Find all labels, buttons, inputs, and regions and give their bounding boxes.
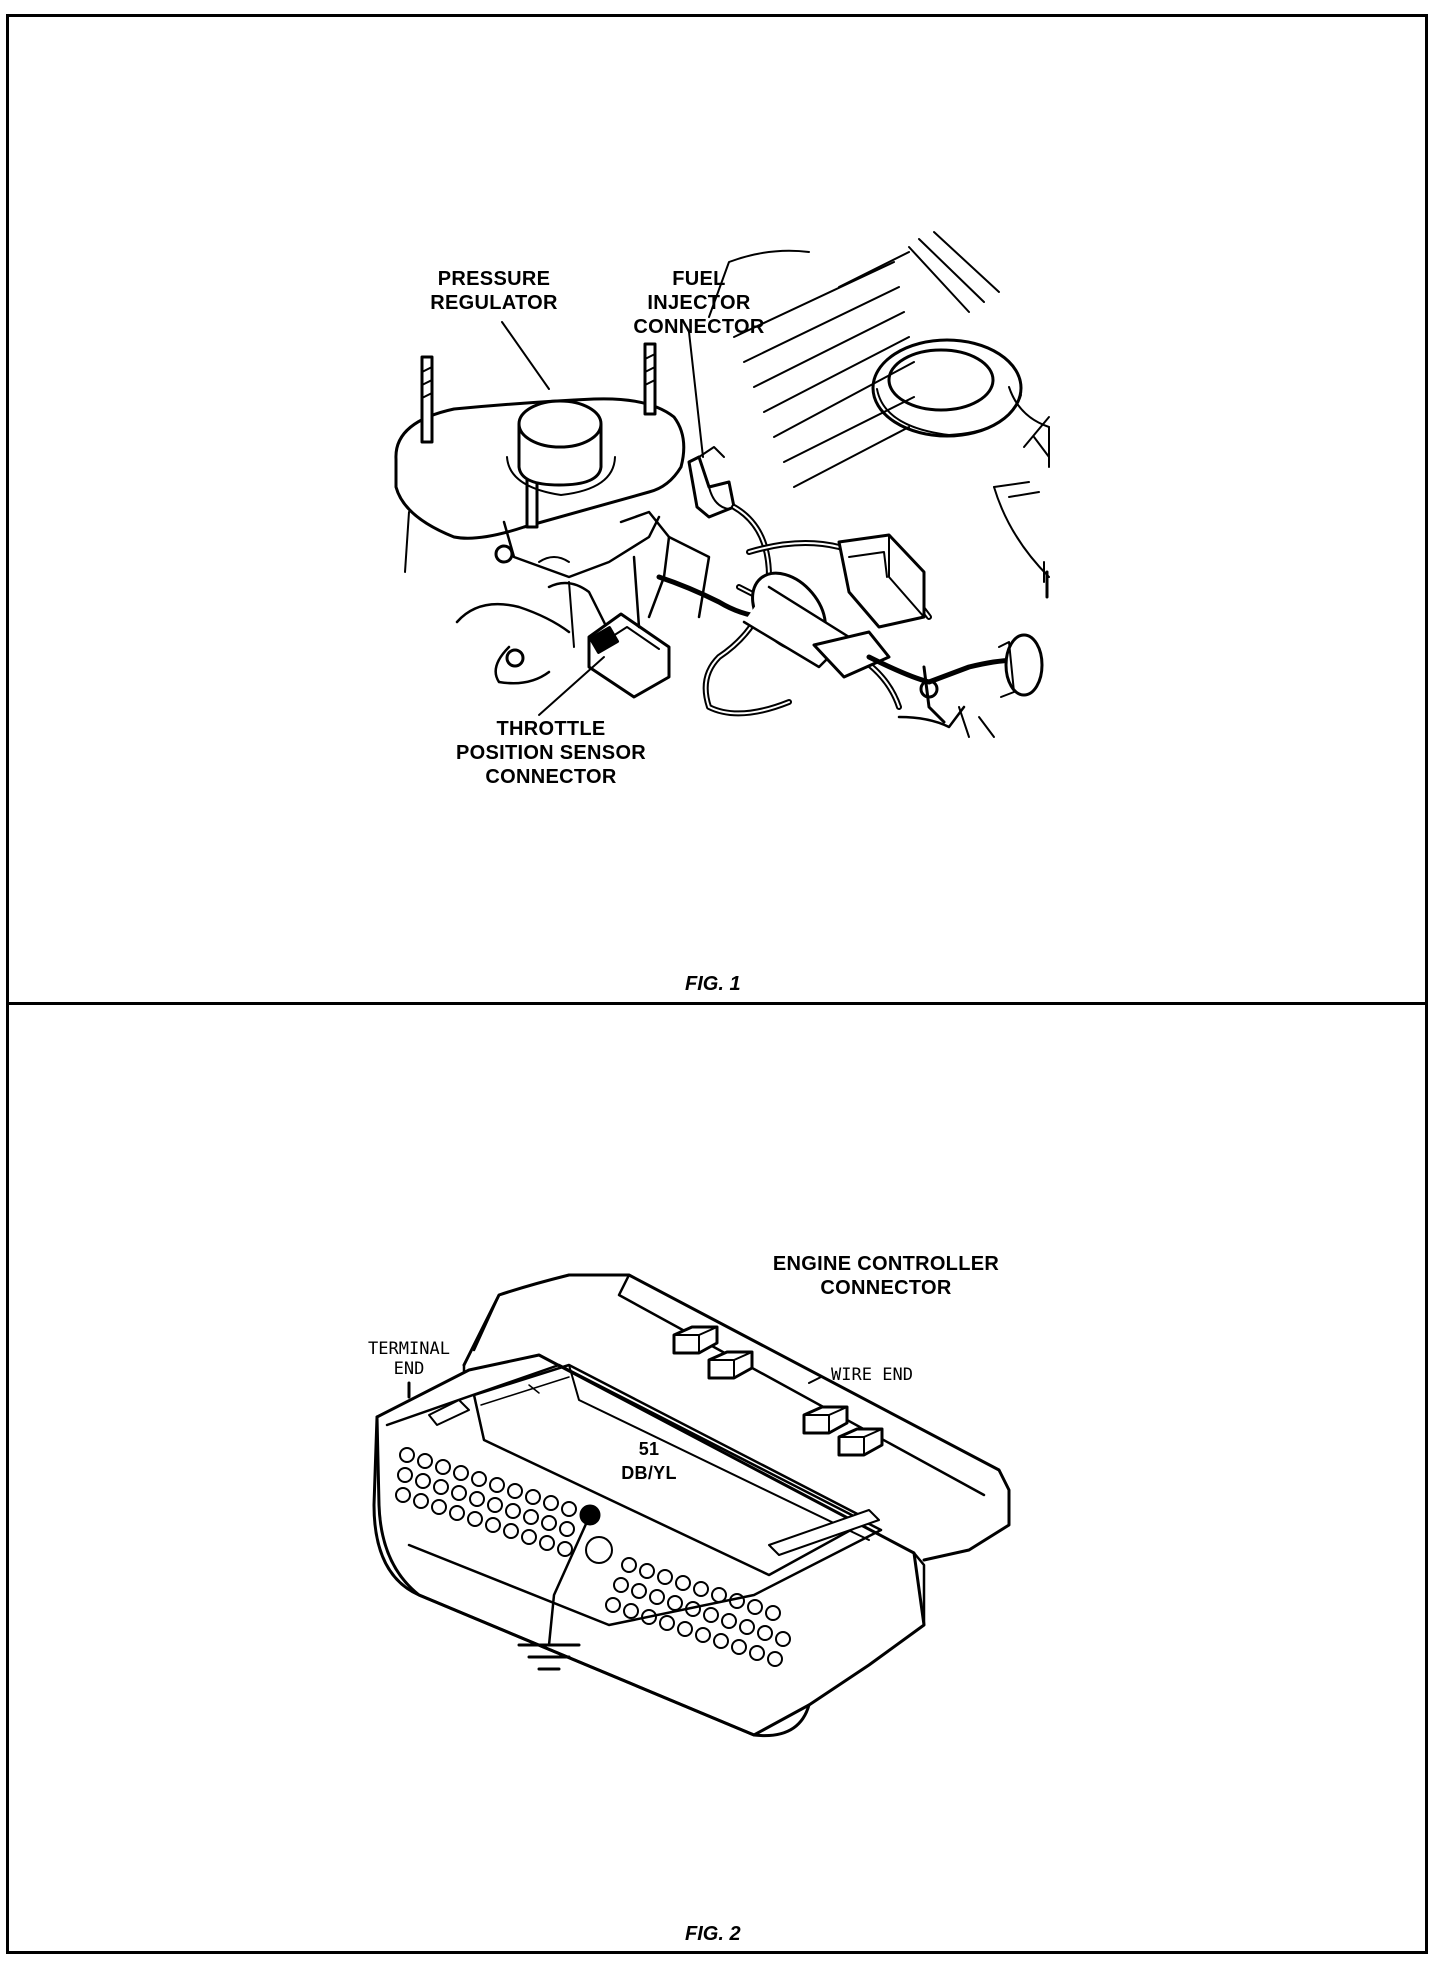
terminal-end-label: TERMINAL END bbox=[368, 1339, 450, 1379]
figure-2-panel: ENGINE CONTROLLER CONNECTOR TERMINAL END… bbox=[9, 1005, 1425, 1951]
connector-pins-left bbox=[395, 1447, 577, 1557]
pressure-regulator-label: PRESSURE REGULATOR bbox=[430, 268, 558, 314]
throttle-position-sensor-connector-label: THROTTLE POSITION SENSOR CONNECTOR bbox=[455, 718, 647, 788]
figure-1-panel: PRESSURE REGULATOR FUEL INJECTOR CONNECT… bbox=[9, 17, 1425, 1002]
connector-pins-right bbox=[605, 1557, 791, 1667]
wire-end-label: WIRE END bbox=[831, 1365, 913, 1385]
page-frame: PRESSURE REGULATOR FUEL INJECTOR CONNECT… bbox=[6, 14, 1428, 1954]
fuel-injector-connector-label: FUEL INJECTOR CONNECTOR bbox=[633, 268, 765, 338]
manifold-hatching bbox=[733, 231, 1050, 583]
engine-controller-connector-label: ENGINE CONTROLLER CONNECTOR bbox=[772, 1253, 1000, 1299]
pin-51-label: 51 DB/YL bbox=[621, 1439, 677, 1483]
figure-2-caption: FIG. 2 bbox=[685, 1923, 741, 1945]
engine-controller-connector-illustration bbox=[372, 1273, 1011, 1738]
figure-1-caption: FIG. 1 bbox=[685, 973, 741, 995]
throttle-body-illustration bbox=[394, 231, 1050, 738]
figure-divider bbox=[9, 1002, 1425, 1005]
